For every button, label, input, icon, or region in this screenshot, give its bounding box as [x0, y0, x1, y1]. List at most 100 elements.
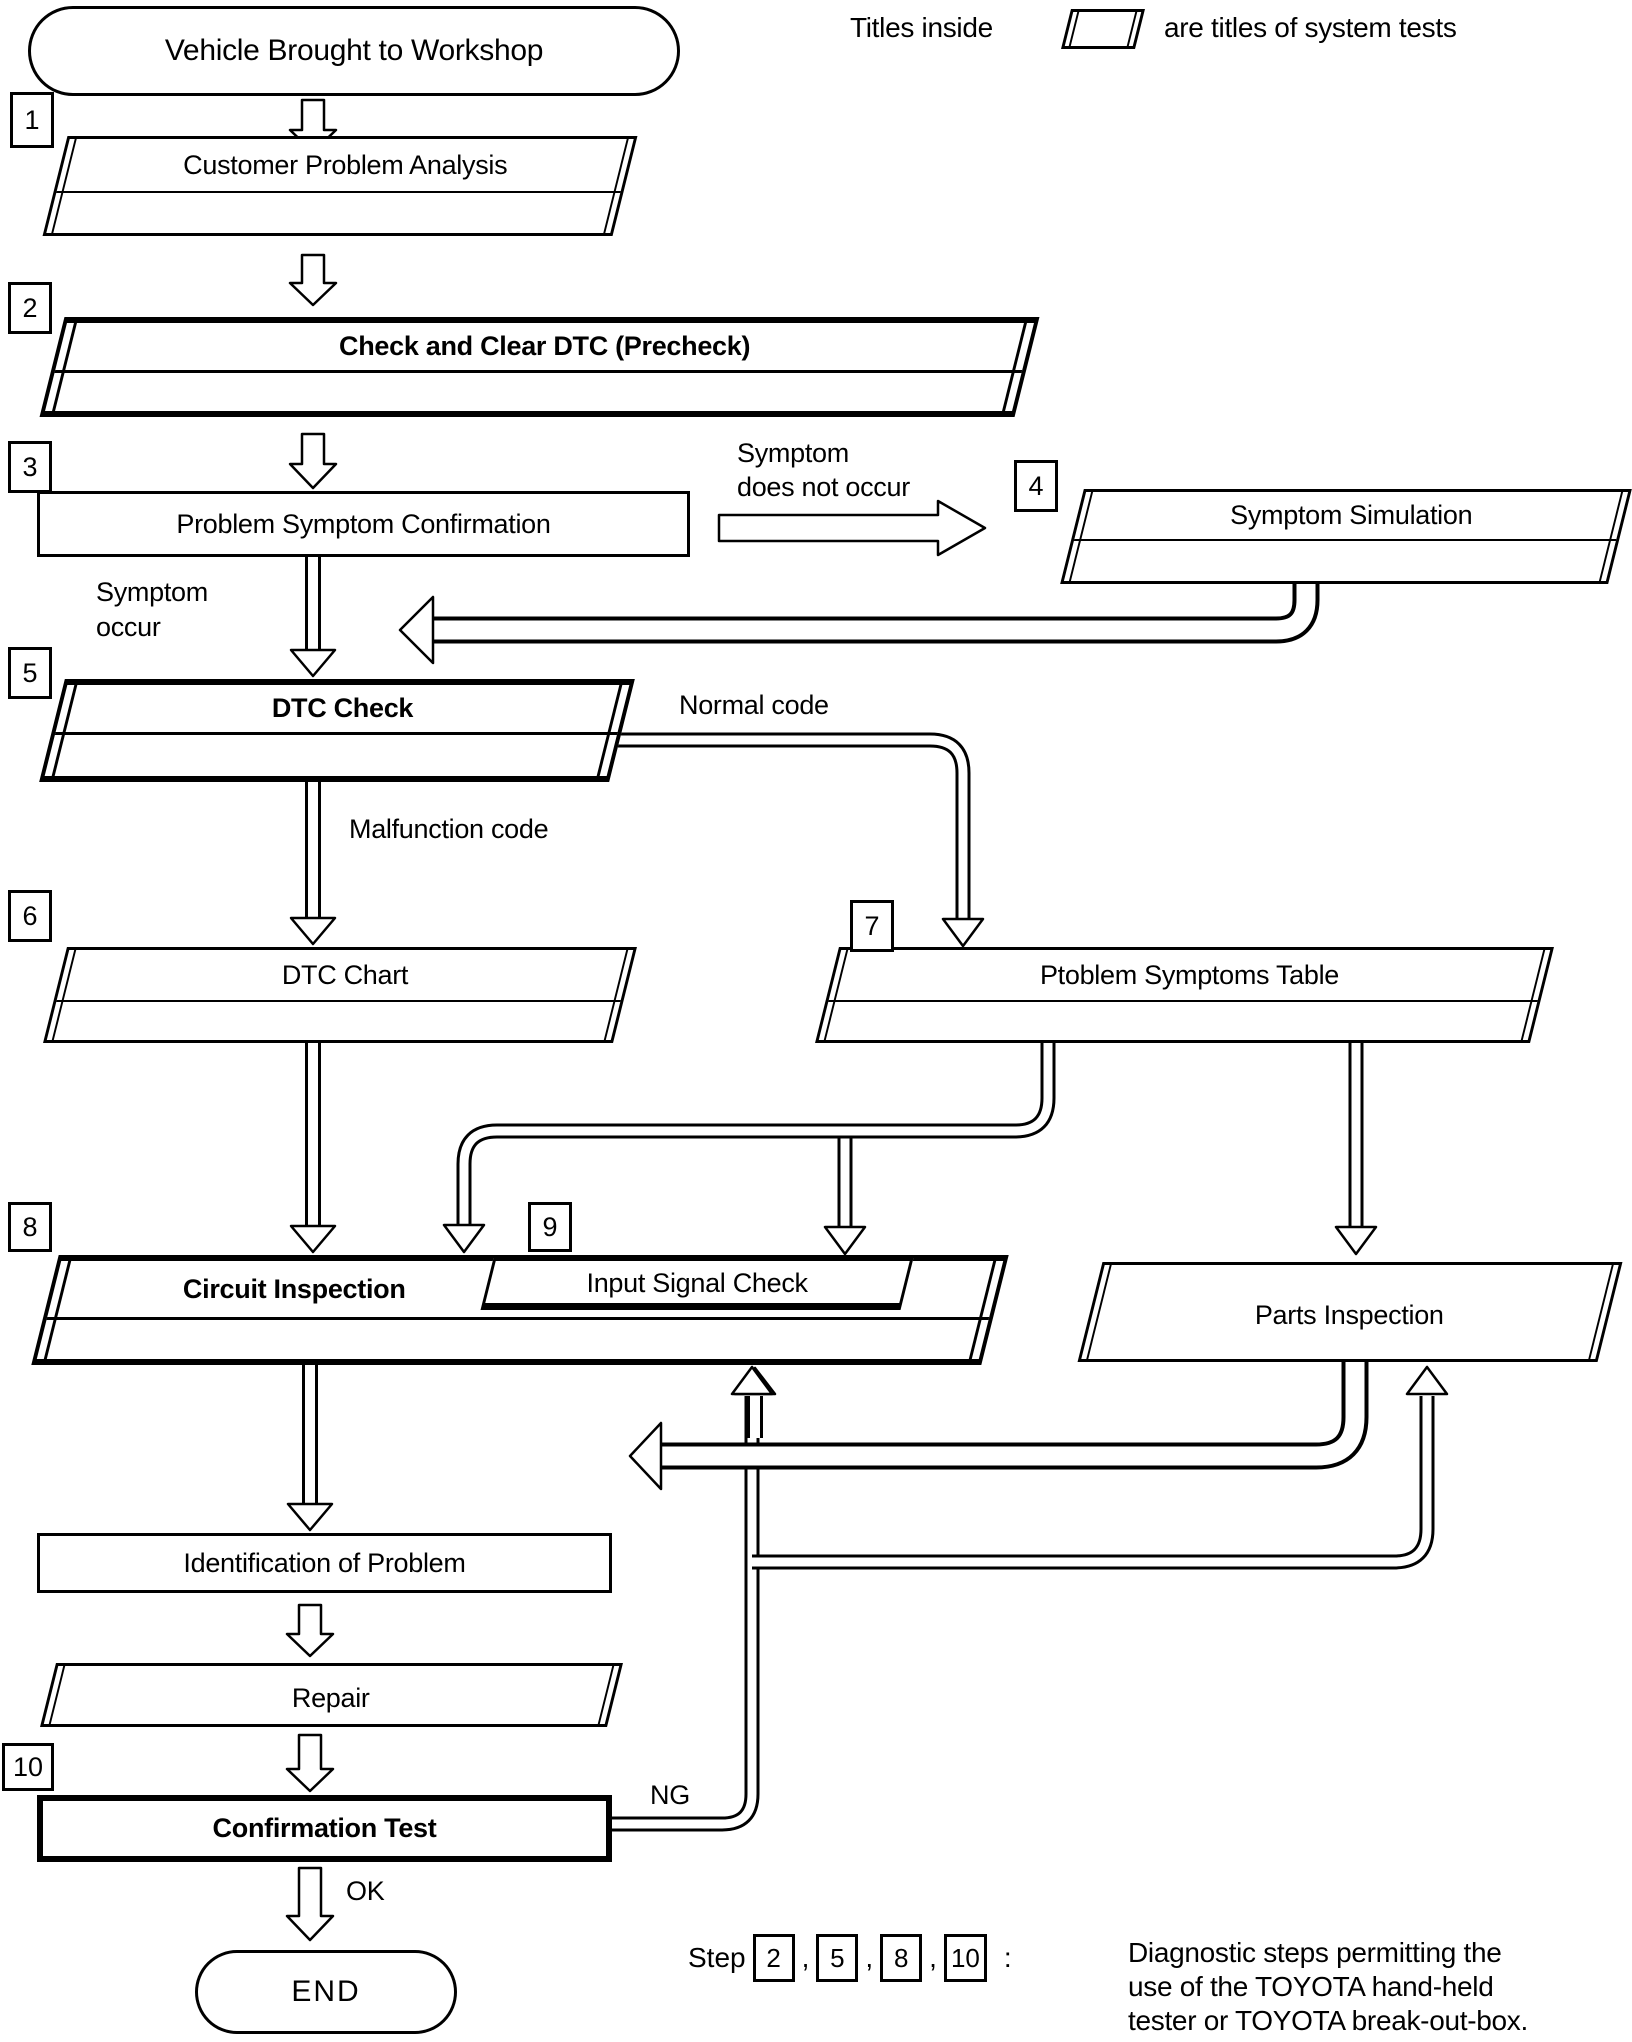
- node-psc-label: Problem Symptom Confirmation: [176, 508, 551, 539]
- arrowhead: [628, 1421, 663, 1491]
- ng-to-parts-inspection-connector: [752, 1365, 1449, 1570]
- node-precheck-label: Check and Clear DTC (Precheck): [339, 331, 751, 361]
- node-repair-label: Repair: [291, 1682, 370, 1713]
- confirmation-to-end-arrow: [285, 1866, 335, 1942]
- legend-line-2: use of the TOYOTA hand-held: [1128, 1971, 1494, 2002]
- legend-line-3: tester or TOYOTA break-out-box.: [1128, 2005, 1528, 2036]
- step-badge-1: 1: [10, 92, 54, 148]
- node-dtc-check-label: DTC Check: [271, 693, 414, 723]
- pst-to-circuit-inspection-connector: [442, 1043, 1056, 1256]
- node-confirmation-test-label: Confirmation Test: [212, 1813, 437, 1843]
- label-ng: NG: [650, 1780, 690, 1810]
- arrowhead: [289, 648, 337, 678]
- node-end: END: [195, 1950, 457, 2034]
- dtc-chart-to-circuit-inspection-arrow: [289, 1043, 337, 1254]
- label-symptom-does-not-occur-2: does not occur: [737, 472, 910, 502]
- step-badge-5: 5: [8, 647, 52, 699]
- step-badge-2: 2: [8, 282, 52, 334]
- symptom-simulation-return-connector: [398, 584, 1320, 665]
- node-symptom-simulation: Symptom Simulation: [1060, 489, 1632, 584]
- node-parts-inspection-label: Parts Inspection: [1254, 1299, 1444, 1330]
- label-symptom-does-not-occur-1: Symptom: [737, 438, 849, 468]
- arrowhead: [289, 1224, 337, 1254]
- symptom-does-not-occur-arrow: [717, 499, 987, 557]
- step-badge-9: 9: [528, 1202, 572, 1252]
- node-start-label: Vehicle Brought to Workshop: [164, 34, 544, 67]
- node-input-signal-check: Input Signal Check: [480, 1258, 914, 1310]
- arrowhead: [730, 1365, 774, 1396]
- arrowhead: [289, 916, 337, 946]
- node-end-label: END: [291, 1975, 361, 2008]
- node-input-signal-check-label: Input Signal Check: [586, 1268, 808, 1298]
- cpa-to-precheck-arrow: [288, 253, 338, 307]
- label-symptom-occur-1: Symptom: [96, 577, 208, 607]
- arrowhead: [941, 917, 985, 948]
- colon: :: [1003, 1942, 1012, 1973]
- legend-top-prefix: Titles inside: [850, 12, 993, 43]
- parallelogram-divider: [54, 370, 1023, 373]
- legend-line-1: Diagnostic steps permitting the: [1128, 1937, 1502, 1968]
- label-malfunction-code: Malfunction code: [349, 814, 549, 844]
- node-customer-problem-analysis: Customer Problem Analysis: [42, 136, 638, 236]
- comma: ,: [865, 1942, 874, 1973]
- arrowhead: [398, 595, 435, 665]
- node-repair: Repair: [40, 1663, 623, 1727]
- label-ok: OK: [346, 1876, 385, 1906]
- parallelogram-divider: [56, 191, 621, 193]
- legend-step-label: Step: [688, 1942, 746, 1973]
- label-symptom-occur-2: occur: [96, 612, 161, 642]
- comma: ,: [801, 1942, 810, 1973]
- arrowhead: [442, 1223, 486, 1254]
- parts-inspection-return-connector: [628, 1362, 1369, 1491]
- step-badge-7: 7: [850, 900, 894, 952]
- arrowhead: [286, 1502, 334, 1532]
- parallelogram-inner-sides: [1068, 12, 1138, 46]
- step-badge-6: 6: [8, 890, 52, 942]
- legend-step-badge-8: 8: [880, 1934, 923, 1982]
- dtc-check-to-dtc-chart-arrow: [289, 782, 337, 946]
- legend-bottom: Step 2 , 5 , 8 , 10 :: [688, 1934, 1012, 1982]
- repair-to-confirmation-arrow: [285, 1733, 335, 1793]
- comma: ,: [929, 1942, 937, 1973]
- legend-step-badge-2: 2: [752, 1934, 795, 1982]
- legend-bottom-text: Diagnostic steps permitting the use of t…: [1128, 1936, 1632, 2038]
- node-dtc-chart-label: DTC Chart: [281, 959, 409, 990]
- step-badge-10: 10: [2, 1743, 54, 1791]
- node-problem-symptoms-table: Ptoblem Symptoms Table: [815, 947, 1554, 1043]
- circuit-inspection-to-iop-arrow: [286, 1365, 334, 1532]
- arrowhead: [1405, 1365, 1449, 1396]
- legend-top-suffix: are titles of system tests: [1164, 12, 1457, 43]
- node-symptom-simulation-label: Symptom Simulation: [1230, 500, 1473, 530]
- legend-step-badge-10: 10: [943, 1934, 987, 1982]
- node-problem-symptom-confirmation: Problem Symptom Confirmation: [37, 491, 690, 557]
- node-precheck: Check and Clear DTC (Precheck): [39, 317, 1040, 417]
- step-badge-8: 8: [8, 1202, 52, 1252]
- node-parts-inspection: Parts Inspection: [1077, 1262, 1623, 1362]
- node-dtc-chart: DTC Chart: [43, 947, 637, 1043]
- precheck-to-psc-arrow: [288, 432, 338, 490]
- psc-to-dtc-check-arrow: [289, 557, 337, 678]
- node-iop-label: Identification of Problem: [183, 1547, 466, 1578]
- step-badge-3: 3: [8, 441, 52, 493]
- parallelogram-divider: [46, 1317, 990, 1320]
- step-badge-4: 4: [1014, 460, 1058, 512]
- label-normal-code: Normal code: [679, 690, 829, 720]
- node-pst-label: Ptoblem Symptoms Table: [1039, 959, 1340, 990]
- parallelogram-divider: [56, 1000, 621, 1002]
- legend-step-badge-5: 5: [816, 1934, 859, 1982]
- node-start: Vehicle Brought to Workshop: [28, 6, 680, 96]
- iop-to-repair-arrow: [285, 1603, 335, 1658]
- arrowhead: [1334, 1225, 1378, 1256]
- system-test-parallelogram-icon: [1061, 9, 1145, 49]
- node-dtc-check: DTC Check: [39, 679, 635, 782]
- node-identification-of-problem: Identification of Problem: [37, 1533, 612, 1593]
- node-confirmation-test: Confirmation Test: [37, 1795, 612, 1862]
- node-circuit-inspection-label: Circuit Inspection: [182, 1273, 406, 1304]
- parallelogram-divider: [54, 732, 618, 735]
- node-cpa-label: Customer Problem Analysis: [183, 149, 508, 180]
- parallelogram-divider: [828, 1000, 1538, 1002]
- arrowhead: [823, 1225, 867, 1256]
- ng-to-circuit-inspection-connector: [612, 1396, 760, 1832]
